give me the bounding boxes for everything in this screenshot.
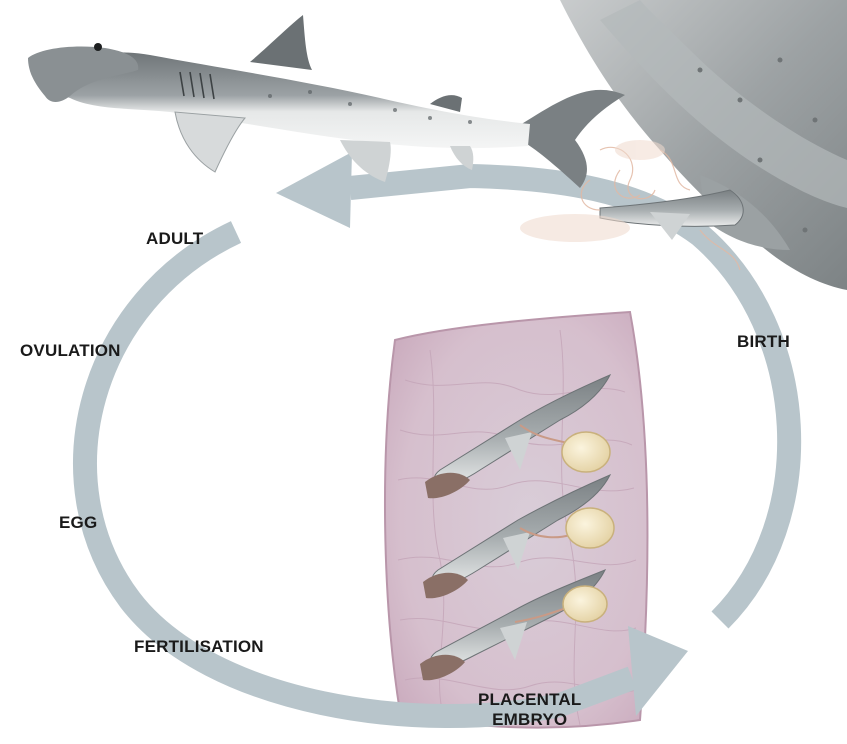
stage-label-ovulation: OVULATION xyxy=(20,341,121,361)
placental-label-line1: PLACENTAL xyxy=(478,690,581,710)
stage-label-egg: EGG xyxy=(59,513,97,533)
stage-label-birth: BIRTH xyxy=(737,332,790,352)
arrowhead-to-embryo xyxy=(628,626,688,716)
arrowhead-birth-to-adult xyxy=(276,152,352,228)
placental-label-line2: EMBRYO xyxy=(478,710,581,730)
stage-label-adult: ADULT xyxy=(146,229,203,249)
stage-label-placental-embryo: PLACENTAL EMBRYO xyxy=(478,690,581,730)
stage-label-fertilisation: FERTILISATION xyxy=(134,637,264,657)
adult-shark xyxy=(28,15,625,188)
